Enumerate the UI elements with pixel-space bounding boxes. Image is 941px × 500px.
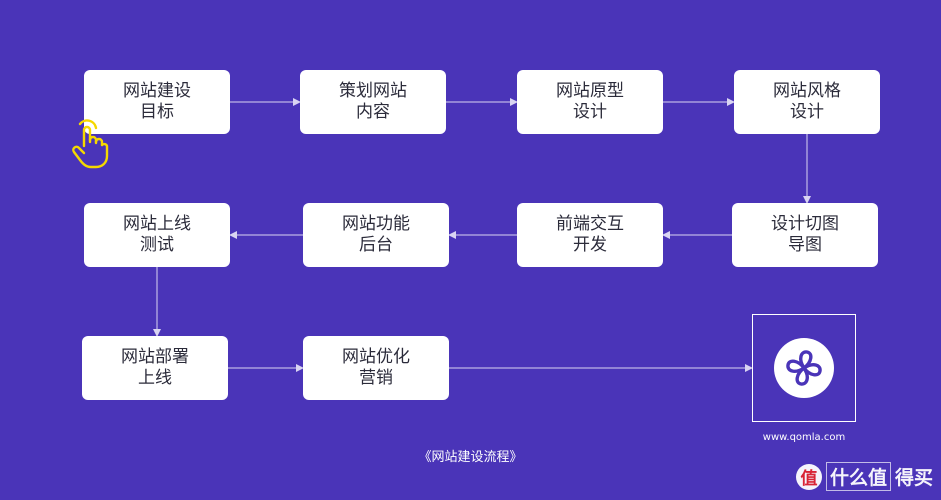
step-node-6: 前端交互 开发 [517, 203, 663, 267]
step-node-label: 测试 [140, 235, 174, 255]
step-node-label: 网站功能 [342, 214, 410, 234]
step-node-label: 网站优化 [342, 347, 410, 367]
step-node-label: 开发 [573, 235, 607, 255]
step-node-8: 网站上线 测试 [84, 203, 230, 267]
step-node-5: 设计切图 导图 [732, 203, 878, 267]
logo-frame [752, 314, 856, 422]
step-node-label: 网站原型 [556, 81, 624, 101]
step-node-label: 内容 [356, 102, 390, 122]
watermark-badge: 值 [796, 463, 822, 490]
step-node-label: 设计切图 [771, 214, 839, 234]
qomla-logo-icon [786, 350, 822, 386]
step-node-label: 设计 [790, 102, 824, 122]
step-node-label: 导图 [788, 235, 822, 255]
step-node-label: 策划网站 [339, 81, 407, 101]
step-node-4: 网站风格 设计 [734, 70, 880, 134]
step-node-label: 目标 [140, 102, 174, 122]
watermark: 值 什么值 得买 [796, 462, 933, 491]
step-node-1: 网站建设 目标 [84, 70, 230, 134]
step-node-10: 网站优化 营销 [303, 336, 449, 400]
watermark-text-plain: 得买 [895, 467, 934, 489]
step-node-label: 上线 [138, 368, 172, 388]
step-node-label: 前端交互 [556, 214, 624, 234]
logo-badge [774, 338, 834, 398]
step-node-3: 网站原型 设计 [517, 70, 663, 134]
step-node-9: 网站部署 上线 [82, 336, 228, 400]
hand-pointer-icon [72, 119, 109, 169]
site-url: www.qomla.com [762, 432, 846, 443]
step-node-7: 网站功能 后台 [303, 203, 449, 267]
step-node-label: 设计 [573, 102, 607, 122]
step-node-2: 策划网站 内容 [300, 70, 446, 134]
step-node-label: 网站建设 [123, 81, 191, 101]
step-node-label: 网站风格 [773, 81, 841, 101]
diagram-caption: 《网站建设流程》 [418, 450, 523, 465]
step-node-label: 网站上线 [123, 214, 191, 234]
step-node-label: 后台 [359, 235, 393, 255]
watermark-text-boxed: 什么值 [826, 462, 892, 491]
step-node-label: 网站部署 [121, 347, 189, 367]
step-node-label: 营销 [359, 368, 393, 388]
